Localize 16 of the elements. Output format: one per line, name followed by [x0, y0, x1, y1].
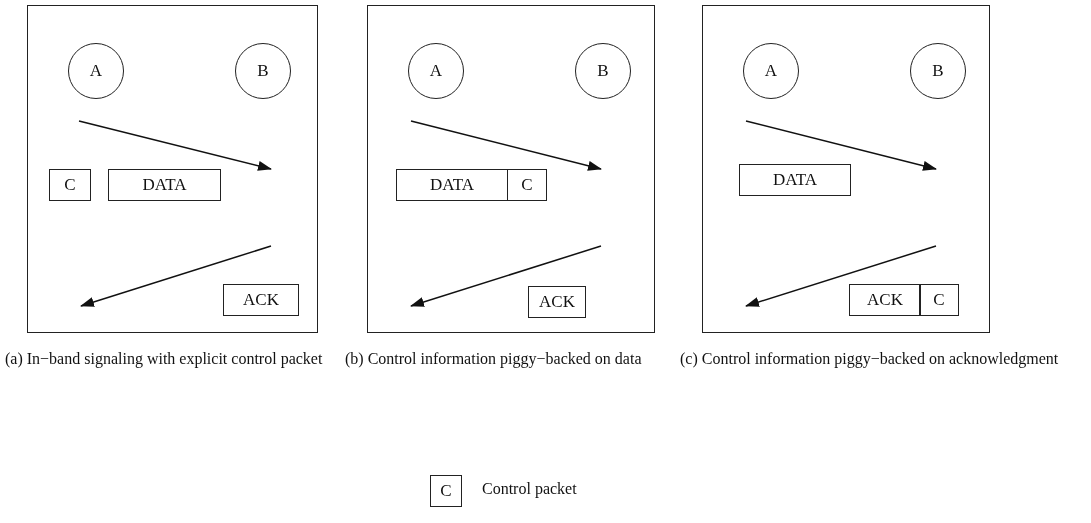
- packet-box: ACK: [528, 286, 586, 318]
- packet-box: DATA: [739, 164, 851, 196]
- packet-box: DATA: [396, 169, 508, 201]
- packet-box: C: [49, 169, 91, 201]
- packet-box: DATA: [108, 169, 221, 201]
- packet-box: C: [919, 284, 959, 316]
- packet-box: ACK: [849, 284, 921, 316]
- panel-caption: (a) In−band signaling with explicit control packet: [5, 349, 324, 370]
- packet-box: C: [430, 475, 462, 507]
- legend-text: Control packet: [482, 480, 577, 498]
- packet-box: ACK: [223, 284, 299, 316]
- panel-frame: [702, 5, 990, 333]
- panel-caption: (c) Control information piggy−backed on acknowledgment: [680, 349, 1060, 370]
- packet-box: C: [507, 169, 547, 201]
- panel-frame: [367, 5, 655, 333]
- panel-frame: [27, 5, 318, 333]
